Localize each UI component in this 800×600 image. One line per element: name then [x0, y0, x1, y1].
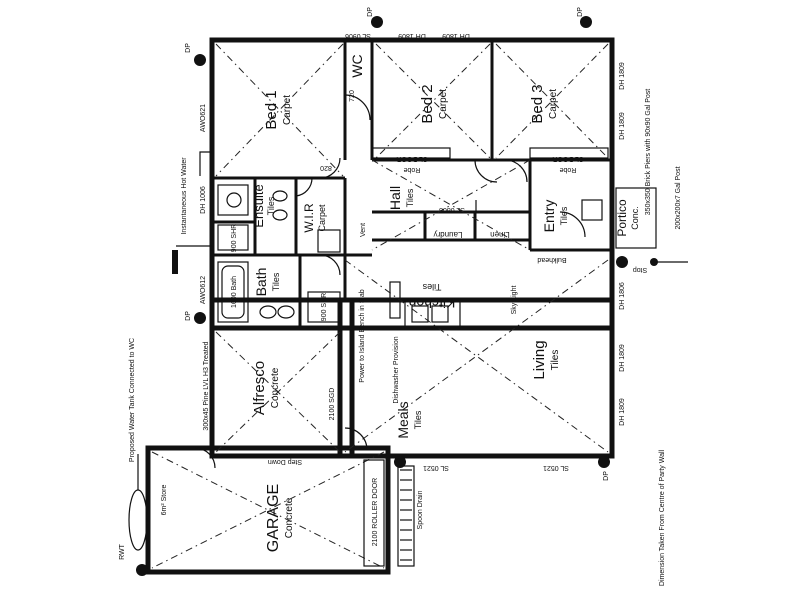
door-720-label: 720 — [349, 90, 356, 102]
dp-label-1: DP — [185, 43, 192, 53]
room-bath-finish: Tiles — [271, 272, 281, 291]
room-ensuite-name: Ensuite — [251, 184, 266, 227]
window-dh1806: DH 1806 — [619, 282, 626, 310]
room-bed1-name: Bed 1 — [263, 90, 280, 129]
bath-shower-label: 900 SHR — [321, 293, 328, 321]
dp-label-2: DP — [367, 7, 374, 17]
room-diagonals — [151, 43, 609, 569]
window-dh1809-right-3: DH 1809 — [619, 344, 626, 372]
window-dh1809-right-4: DH 1809 — [619, 398, 626, 426]
note-spoon-drain: Spoon Drain — [417, 490, 424, 529]
window-sl0521-1: SL 0521 — [423, 464, 449, 471]
room-bed3-name: Bed 3 — [529, 84, 546, 123]
dp-label-3: DP — [577, 7, 584, 17]
room-alfresco-name: Alfresco — [251, 361, 268, 415]
room-wir-finish: Carpet — [317, 204, 327, 232]
room-wc-name: WC — [349, 54, 365, 77]
note-rwt: RWT — [119, 543, 126, 560]
room-portico-finish: Conc. — [630, 206, 640, 230]
fixture-labels: SL DOOR Robe SL DOOR Robe Laundry Linen … — [231, 90, 584, 546]
room-labels: Bed 1 Carpet WC Bed 2 Carpet Bed 3 Carpe… — [251, 54, 640, 552]
room-bed3-finish: Carpet — [548, 89, 559, 119]
ensuite-shower-label: 900 SHR — [231, 224, 238, 252]
door-820-label: 820 — [320, 164, 332, 171]
sky-light-label: Sky Light — [511, 286, 518, 315]
note-post: 200x200x7 Gal Post — [675, 166, 682, 229]
window-dh1809-top-2: DH 1809 — [442, 32, 470, 39]
room-living-name: Living — [531, 340, 548, 379]
notes: Instantaneous Hot Water Proposed Water T… — [119, 7, 682, 586]
window-dh1006: DH 1006 — [200, 186, 207, 214]
room-kitchen-finish: Tiles — [422, 282, 441, 292]
robe-label-1: Robe — [404, 166, 421, 173]
window-awo612: AWO612 — [200, 276, 207, 304]
laundry-label: Laundry — [434, 230, 463, 239]
note-dishwasher: Dishwasher Provision — [393, 336, 400, 403]
misc-lines — [137, 151, 688, 561]
note-tank: Proposed Water Tank Connected to WC — [129, 338, 136, 462]
window-sl0906: SL 0906 — [345, 32, 371, 39]
step-down-label: Step Down — [268, 458, 302, 465]
room-hall-name: Hall — [387, 186, 403, 210]
window-sl0808: SL 0808 — [439, 206, 465, 213]
window-sl0521-2: SL 0521 — [543, 464, 569, 471]
room-kitchen-name: Kitchen — [409, 295, 456, 311]
sgd-label: 2100 SGD — [329, 388, 336, 421]
room-entry-finish: Tiles — [559, 206, 569, 225]
room-alfresco-finish: Concrete — [270, 367, 281, 408]
roller-door-label: 2100 ROLLER DOOR — [372, 478, 379, 546]
sl-door-label-2: SL DOOR — [552, 155, 583, 162]
room-meals-name: Meals — [395, 401, 411, 438]
room-hall-finish: Tiles — [405, 188, 415, 207]
note-power: Power to Island Bench in Slab — [359, 289, 366, 382]
note-pier: 350x350 Brick Piers with 90x90 Gal Post — [645, 89, 652, 216]
room-wir-name: W.I.R — [302, 203, 316, 233]
note-hot-water: Instantaneous Hot Water — [181, 157, 188, 235]
room-meals-finish: Tiles — [413, 410, 423, 429]
bath-label: 1600 Bath — [231, 276, 238, 308]
window-dh1809-right-2: DH 1809 — [619, 112, 626, 140]
note-stop: Stop — [633, 266, 648, 273]
dp-label-4: DP — [185, 311, 192, 321]
window-dh1809-top-1: DH 1809 — [398, 32, 426, 39]
room-bed2-finish: Carpet — [438, 89, 449, 119]
robe-label-2: Robe — [560, 166, 577, 173]
dp-label-5: DP — [603, 471, 610, 481]
window-dh1809-right-1: DH 1809 — [619, 62, 626, 90]
bulkhead-label: Bulkhead — [537, 256, 566, 263]
interior-walls — [212, 40, 612, 330]
window-codes: SL 0906 DH 1809 DH 1809 DH 1809 DH 1809 … — [200, 32, 626, 471]
room-bath-name: Bath — [253, 268, 269, 297]
window-awo621: AWO621 — [200, 104, 207, 132]
room-garage-finish: Concrete — [284, 497, 295, 538]
room-bed1-finish: Carpet — [282, 95, 293, 125]
room-entry-name: Entry — [541, 200, 557, 233]
linen-label: Linen — [490, 230, 510, 239]
room-ensuite-finish: Tiles — [266, 196, 276, 215]
sl-door-label-1: SL DOOR — [396, 155, 427, 162]
downpipes — [136, 16, 658, 576]
room-bed2-name: Bed 2 — [419, 84, 436, 123]
note-store: 6m² Store — [161, 485, 168, 516]
room-living-finish: Tiles — [550, 350, 561, 371]
room-garage-name: GARAGE — [265, 484, 282, 552]
room-portico-name: Portico — [615, 199, 629, 237]
doors — [194, 94, 586, 469]
note-dimension: Dimension Taken From Centre of Party Wal… — [659, 449, 666, 586]
vent-label: Vent — [360, 223, 367, 237]
fixtures — [128, 147, 657, 567]
note-beam: 300x45 Pine LVL H3 Treated — [203, 341, 210, 430]
